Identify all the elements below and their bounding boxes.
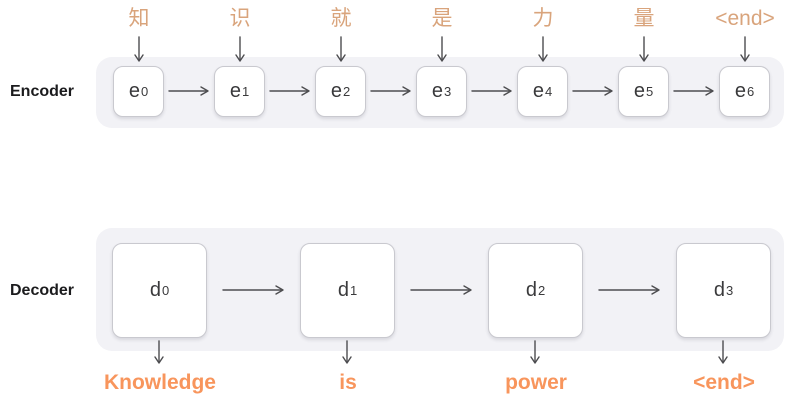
encoder-input-token-6: <end> (715, 7, 775, 30)
encoder-label: Encoder (10, 83, 75, 100)
state-label: e (229, 80, 241, 102)
right-arrow-icon (410, 285, 472, 295)
right-arrow-icon (222, 285, 284, 295)
down-arrow-icon (718, 340, 728, 364)
state-label: e (532, 80, 544, 102)
decoder-label: Decoder (10, 282, 75, 299)
down-arrow-icon (154, 340, 164, 364)
down-arrow-icon (134, 36, 144, 62)
decoder-output-token-3: <end> (693, 371, 755, 394)
encoder-input-token-2: 就 (330, 7, 352, 30)
right-arrow-icon (168, 86, 209, 96)
down-arrow-icon (235, 36, 245, 62)
down-arrow-icon (740, 36, 750, 62)
state-label: e (734, 80, 746, 102)
decoder-output-token-2: power (505, 371, 567, 394)
right-arrow-icon (471, 86, 512, 96)
decoder-output-token-0: Knowledge (103, 371, 216, 394)
right-arrow-icon (370, 86, 411, 96)
state-label: d (337, 279, 349, 301)
encoder-input-token-5: 量 (633, 7, 655, 30)
state-label: e (330, 80, 342, 102)
right-arrow-icon (673, 86, 714, 96)
decoder-output-token-1: is (339, 371, 357, 394)
down-arrow-icon (342, 340, 352, 364)
encoder-input-token-1: 识 (229, 7, 251, 30)
right-arrow-icon (572, 86, 613, 96)
state-label: e (128, 80, 140, 102)
down-arrow-icon (336, 36, 346, 62)
right-arrow-icon (598, 285, 660, 295)
state-label: e (431, 80, 443, 102)
state-label: d (525, 279, 537, 301)
right-arrow-icon (269, 86, 310, 96)
state-label: d (713, 279, 725, 301)
down-arrow-icon (639, 36, 649, 62)
state-label: d (149, 279, 161, 301)
down-arrow-icon (530, 340, 540, 364)
encoder-input-token-3: 是 (431, 7, 453, 30)
encoder-input-token-0: 知 (128, 7, 150, 30)
encoder-input-token-4: 力 (532, 7, 554, 30)
state-label: e (633, 80, 645, 102)
down-arrow-icon (437, 36, 447, 62)
down-arrow-icon (538, 36, 548, 62)
